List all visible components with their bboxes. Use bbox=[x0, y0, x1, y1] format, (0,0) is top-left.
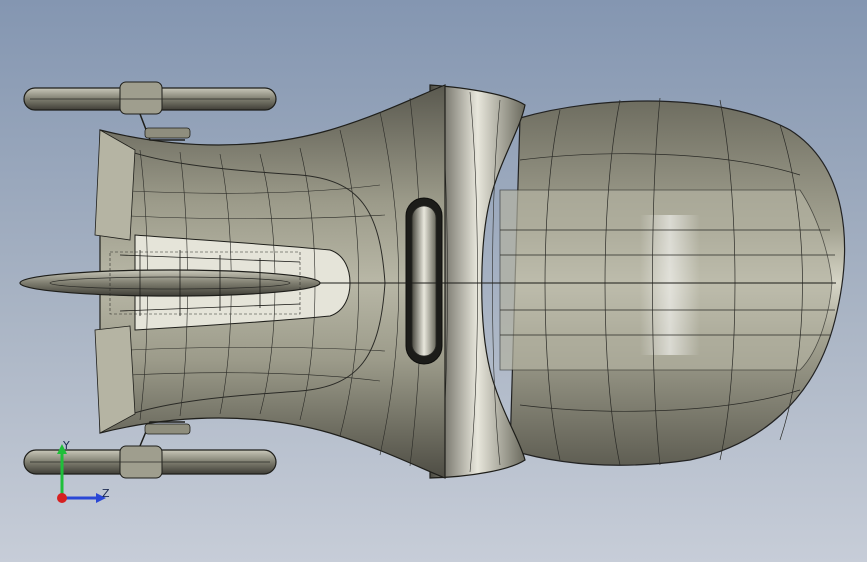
triad-y-label: Y bbox=[63, 439, 70, 452]
triad-axes-icon bbox=[57, 444, 106, 503]
triad-z-label: Z bbox=[102, 487, 110, 500]
handle-slot bbox=[405, 197, 443, 365]
bottom-side-wheel bbox=[23, 421, 277, 479]
coordinate-triad: Y Z bbox=[48, 440, 118, 510]
seat-back-dome bbox=[499, 97, 846, 466]
x-axis-dot bbox=[57, 493, 67, 503]
center-drive-wheel bbox=[19, 250, 321, 316]
top-side-wheel bbox=[23, 81, 277, 141]
